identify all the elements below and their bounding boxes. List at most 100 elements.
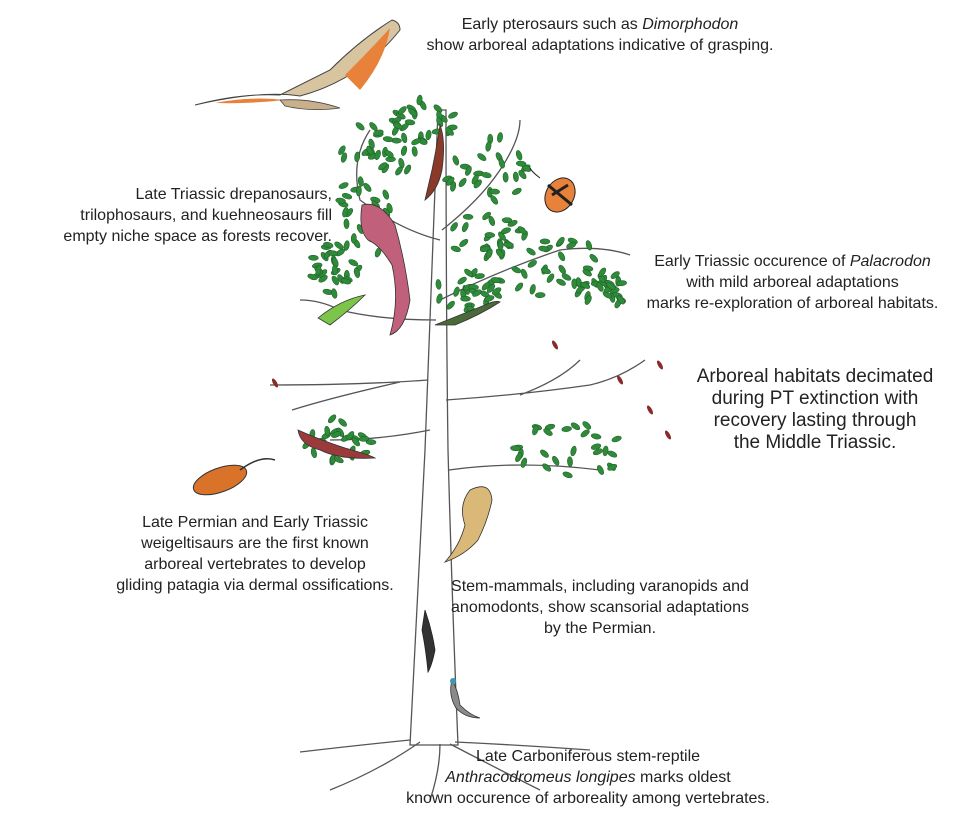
leaf [461, 222, 469, 233]
leaf [477, 153, 487, 161]
palacrodon-lizard [434, 301, 501, 326]
leaf [408, 108, 418, 117]
leaf [397, 106, 407, 115]
leaf [515, 452, 523, 463]
leaf [539, 238, 551, 245]
leaf [323, 241, 334, 249]
leaf [489, 188, 500, 195]
leaf [542, 463, 552, 472]
leaf [398, 157, 405, 169]
leaf [334, 241, 344, 250]
leaf [502, 171, 509, 183]
caption-line: the Middle Triassic. [733, 432, 897, 453]
weigeltisaur-glider [192, 458, 276, 496]
leaf [465, 165, 472, 176]
leaf [382, 136, 394, 143]
caption-line: arboreal vertebrates to develop [144, 556, 366, 573]
leaf [472, 289, 482, 297]
leaf [446, 300, 455, 310]
trilophosaur-pink [360, 203, 411, 336]
leaf [392, 122, 403, 130]
leaf [411, 138, 422, 146]
leaf [341, 193, 353, 200]
kuehneosaur-green [317, 294, 367, 326]
leaf [520, 268, 528, 279]
leaf [596, 282, 604, 292]
dead-leaf [664, 430, 672, 440]
leaf [534, 292, 546, 298]
leaf [458, 177, 467, 188]
leaf [562, 471, 573, 479]
leaf [546, 273, 555, 283]
anthracodromeus-lizard [450, 678, 481, 719]
leaf [416, 94, 423, 106]
caption-line: gliding patagia via dermal ossifications… [116, 577, 394, 594]
varanopid-stem-mammal [443, 486, 493, 563]
leaf [484, 295, 495, 302]
leaf [350, 233, 357, 244]
leaf [355, 122, 365, 131]
leaf [582, 268, 592, 277]
caption-palacrodon: Early Triassic occurence of Palacrodon w… [620, 251, 965, 314]
leaf [315, 265, 322, 276]
leaf [450, 245, 461, 253]
leaf [453, 286, 460, 297]
leaf [570, 445, 577, 457]
leaf [365, 439, 377, 445]
leaf [602, 445, 609, 457]
leaf [382, 189, 390, 200]
caption-drepanosaurs: Late Triassic drepanosaurs, trilophosaur… [40, 184, 332, 247]
insect-glider [529, 167, 576, 213]
leaf [527, 260, 537, 268]
leaf [500, 227, 511, 234]
leaf [425, 129, 432, 141]
leaf [543, 428, 553, 436]
anomodont-lizard [421, 609, 436, 674]
leaf [404, 119, 416, 126]
leaf [400, 145, 408, 156]
leaf [481, 281, 491, 291]
caption-line: Late Carboniferous stem-reptile [475, 748, 701, 765]
leaf [515, 282, 524, 292]
caption-line: Early Triassic occurence of [654, 253, 850, 270]
leaf [556, 236, 565, 246]
leaf [448, 111, 458, 119]
caption-line: Early pterosaurs such as [461, 16, 643, 33]
leaf [498, 231, 506, 241]
leaf [495, 248, 504, 258]
leaf [589, 254, 599, 263]
leaf [343, 218, 350, 229]
leaf [457, 276, 467, 285]
caption-line: weigeltisaurs are the first known [141, 535, 369, 552]
leaf [602, 291, 613, 299]
caption-line: Late Triassic drepanosaurs, [135, 186, 332, 203]
caption-anthracodromeus: Late Carboniferous stem-reptile Anthraco… [400, 746, 776, 809]
leaf [368, 138, 375, 149]
leaf [310, 447, 317, 459]
caption-line: with mild arboreal adaptations [686, 274, 899, 291]
caption-extinction: Arboreal habitats decimated during PT ex… [670, 366, 960, 454]
leaf [529, 284, 536, 295]
caption-taxon: Dimorphodon [642, 16, 739, 33]
leaf [473, 179, 482, 189]
leaf [590, 433, 602, 440]
caption-line: by the Permian. [543, 620, 657, 637]
leaf [585, 240, 593, 251]
leaf [517, 226, 527, 235]
leaf [338, 182, 349, 189]
leaf [511, 187, 522, 195]
leaf [532, 425, 539, 436]
leaf [346, 431, 355, 441]
caption-line: show arboreal adaptations indicative of … [426, 37, 774, 54]
caption-line: known occurence of arboreality among ver… [406, 790, 770, 807]
leaf [450, 181, 457, 192]
leaf [513, 171, 519, 183]
leaf [338, 145, 346, 155]
caption-line: empty niche space as forests recover. [63, 228, 332, 245]
leaf [497, 132, 503, 143]
caption-line: anomodonts, show scansorial adaptations [451, 599, 749, 616]
drepanosaur-climbing [424, 123, 444, 202]
leaf [369, 122, 378, 131]
leaf [520, 457, 528, 468]
